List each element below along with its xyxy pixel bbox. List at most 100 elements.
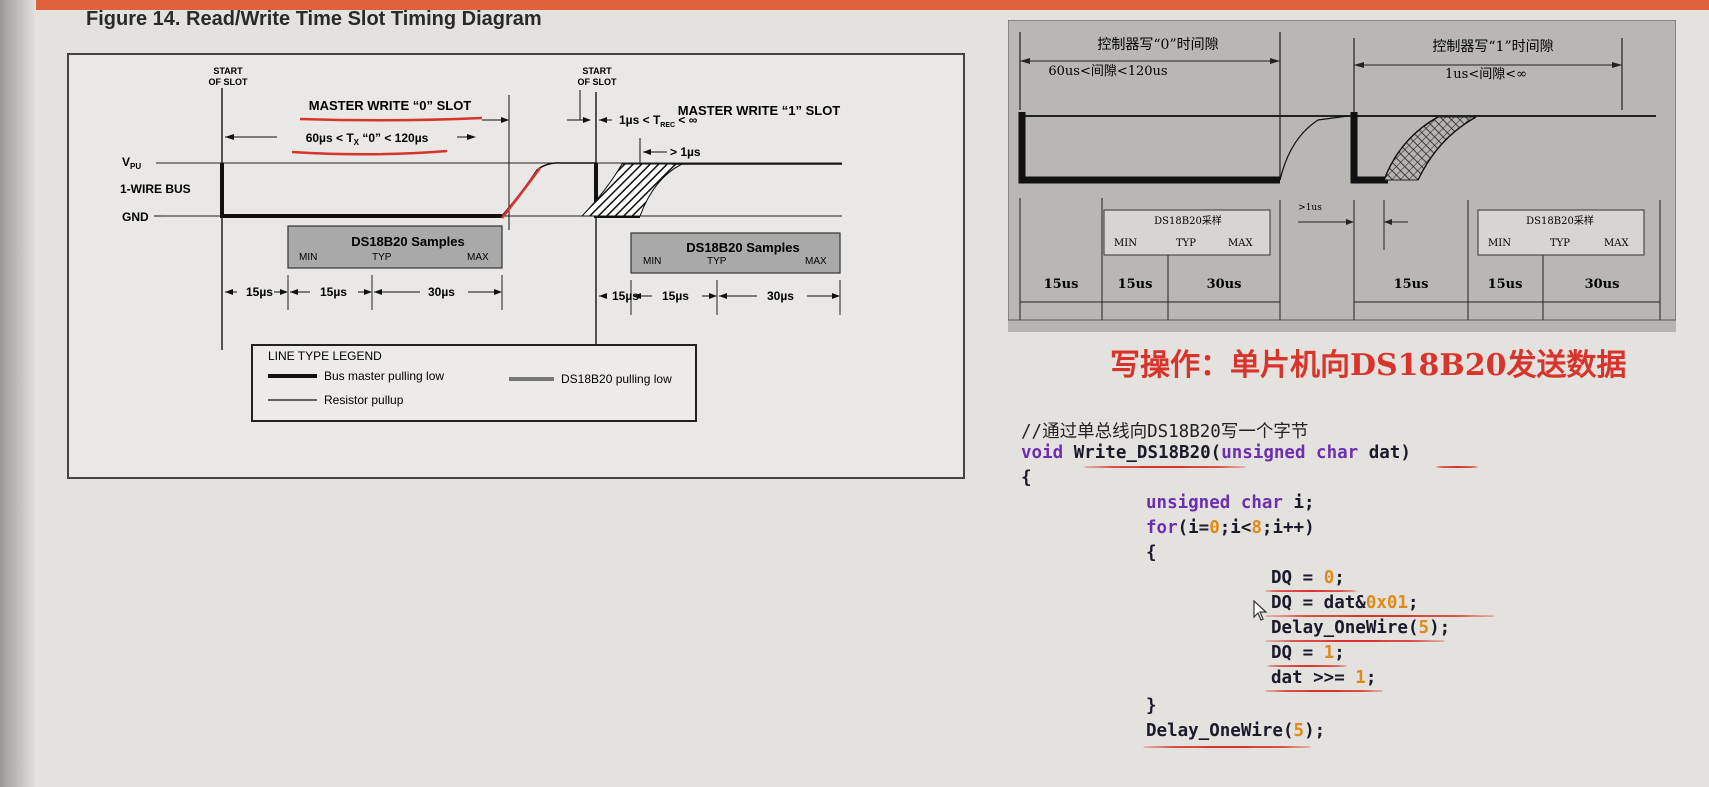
duration-15us: 15µs (246, 285, 273, 299)
arrow-right-icon (467, 134, 476, 140)
cn-sample-max: MAX (1604, 238, 1629, 249)
cn-sample-min: MIN (1488, 238, 1511, 249)
gt-1us-label: > 1µs (670, 145, 701, 159)
samples-typ: TYP (707, 256, 727, 267)
write1-slot-title: MASTER WRITE “1” SLOT (678, 103, 841, 118)
red-underline (1265, 590, 1357, 592)
master-pull-low-trace (220, 163, 502, 218)
samples-max: MAX (467, 252, 489, 263)
duration-15us: 15µs (612, 289, 639, 303)
cn-pullup-curve (1279, 115, 1349, 181)
cn-duration-15us: 15us (1488, 277, 1523, 292)
legend-master-label: Bus master pulling low (324, 369, 444, 383)
samples-min: MIN (299, 252, 317, 263)
duration-15us: 15µs (662, 289, 689, 303)
write-slot-timing-diagram: START OF SLOT START OF SLOT MASTER WRITE… (67, 53, 965, 479)
ds18b20-samples-box (630, 232, 841, 274)
code-brace: { (1146, 543, 1157, 563)
arrow-left-icon (1384, 219, 1392, 225)
red-underline (1265, 640, 1445, 642)
write0-time-dimensions: 15µs 15µs 30µs (225, 275, 503, 310)
cn-sample-max: MAX (1228, 238, 1253, 249)
code-for-loop: for(i=0;i<8;i++) (1146, 518, 1315, 538)
cn-sample-box (1477, 209, 1645, 256)
arrow-left-icon (1020, 58, 1030, 64)
cn-gt1us-label: >1us (1298, 203, 1322, 213)
cn-sample-typ: TYP (1176, 238, 1196, 249)
red-underline (1265, 690, 1383, 692)
figure-title: Figure 14. Read/Write Time Slot Timing D… (86, 8, 542, 30)
cn-duration-30us: 30us (1585, 277, 1620, 292)
samples-title: DS18B20 Samples (686, 240, 799, 255)
mouse-cursor-icon (1253, 600, 1268, 621)
code-line-dq-0: DQ = 0; (1271, 568, 1345, 588)
code-brace: } (1146, 696, 1157, 716)
red-underline (299, 116, 483, 122)
cn-sample-typ: TYP (1550, 238, 1570, 249)
samples-min: MIN (643, 256, 661, 267)
cn-sample-title: DS18B20采样 (1526, 214, 1594, 227)
code-line-dq-bit: DQ = dat&0x01; (1271, 593, 1419, 613)
cn-write-slot-diagram: 控制器写“0”时间隙 60us<间隙<120us 控制器写“1”时间隙 1us<… (1008, 20, 1676, 332)
ds18b20-samples-box (287, 225, 503, 269)
bus-label: 1-WIRE BUS (120, 182, 191, 196)
cn-sample-title: DS18B20采样 (1154, 214, 1222, 227)
vpu-label: VPU (122, 155, 141, 171)
cn-diagram-panel (1008, 20, 1676, 321)
arrow-left-icon (225, 134, 234, 140)
cn-master-pull-low (1350, 112, 1388, 184)
write0-slot-title: MASTER WRITE “0” SLOT (309, 98, 472, 113)
arrow-right-icon (1346, 219, 1354, 225)
code-declaration: unsigned char i; (1146, 493, 1315, 513)
red-annotation (501, 167, 542, 219)
red-underline (1436, 466, 1478, 468)
code-brace: { (1021, 468, 1032, 488)
cn-duration-30us: 30us (1207, 277, 1242, 292)
duration-30us: 30µs (767, 289, 794, 303)
arrow-right-icon (1270, 58, 1280, 64)
red-underline (1265, 615, 1495, 617)
start-of-slot-label: OF SLOT (578, 77, 617, 87)
cn-pullup-curve (1417, 116, 1477, 181)
write-operation-heading: 写操作：单片机向DS18B20发送数据 (1110, 348, 1627, 383)
tx-range-label: 60µs < TX “0” < 120µs (306, 131, 429, 147)
cn-duration-15us: 15us (1118, 277, 1153, 292)
gnd-label: GND (122, 210, 149, 224)
red-underline (1267, 665, 1347, 667)
legend-ds18b20-label: DS18B20 pulling low (561, 372, 672, 386)
red-underline (291, 149, 448, 156)
cn-duration-15us: 15us (1394, 277, 1429, 292)
cn-pullup-curve (1383, 116, 1439, 181)
arrow-right-icon (501, 117, 509, 123)
screen-top-bar (0, 0, 1709, 10)
code-function-signature: void Write_DS18B20(unsigned char dat) (1021, 443, 1411, 463)
arrow-left-icon (1354, 62, 1364, 68)
code-line-dq-1: DQ = 1; (1271, 643, 1345, 663)
red-underline (1084, 466, 1246, 468)
line-type-legend (251, 344, 697, 422)
arrow-right-icon (1612, 62, 1622, 68)
start-of-slot-label: OF SLOT (209, 77, 248, 87)
cn-write1-title: 控制器写“1”时间隙 (1432, 39, 1553, 55)
code-comment: //通过单总线向DS18B20写一个字节 (1021, 422, 1309, 442)
red-underline (1143, 746, 1311, 748)
duration-30us: 30µs (428, 285, 455, 299)
start-of-slot-label: START (582, 66, 612, 76)
start-of-slot-label: START (213, 66, 243, 76)
cn-write0-title: 控制器写“0”时间隙 (1097, 37, 1218, 53)
cn-master-pull-low (1018, 112, 1280, 184)
code-line-delay: Delay_OneWire(5); (1271, 618, 1451, 638)
code-line-shift: dat >>= 1; (1271, 668, 1377, 688)
samples-typ: TYP (372, 252, 392, 263)
cn-duration-15us: 15us (1044, 277, 1079, 292)
cn-write1-range: 1us<间隙<∞ (1445, 67, 1527, 82)
cn-sample-min: MIN (1114, 238, 1137, 249)
samples-title: DS18B20 Samples (351, 234, 464, 249)
trec-range-label: 1µs < TREC < ∞ (619, 113, 697, 129)
duration-15us: 15µs (320, 285, 347, 299)
monitor-bezel (0, 0, 36, 787)
legend-title: LINE TYPE LEGEND (268, 349, 382, 363)
cn-sample-box (1103, 209, 1271, 256)
cn-write0-range: 60us<间隙<120us (1048, 64, 1167, 79)
samples-max: MAX (805, 256, 827, 267)
